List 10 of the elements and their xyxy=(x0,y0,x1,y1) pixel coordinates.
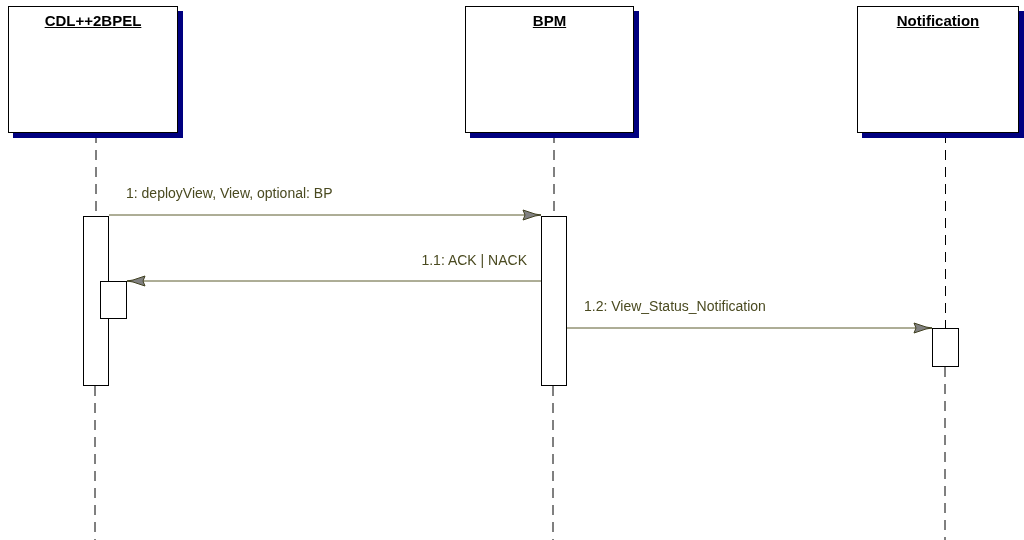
message-label: 1.1: ACK | NACK xyxy=(420,252,528,268)
object-name: BPM xyxy=(532,12,567,29)
message-label: 1: deployView, View, optional: BP xyxy=(125,185,334,201)
activation-bar xyxy=(932,328,959,367)
message-label: 1.2: View_Status_Notification xyxy=(583,298,767,314)
object-name: Notification xyxy=(896,12,980,29)
activation-bar xyxy=(541,216,567,386)
object-name: CDL++2BPEL xyxy=(44,12,142,29)
activation-bar xyxy=(100,281,127,319)
activation-bar xyxy=(83,216,109,386)
